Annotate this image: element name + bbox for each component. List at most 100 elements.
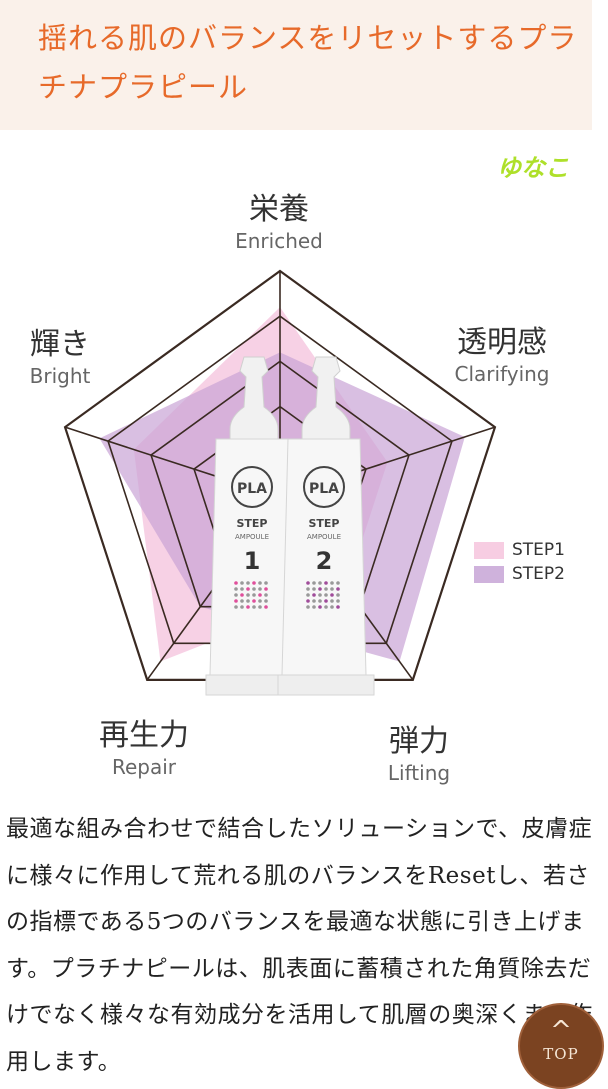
dot-pattern xyxy=(240,605,244,609)
dot-pattern xyxy=(258,599,262,603)
legend-item-step2: STEP2 xyxy=(474,562,565,586)
dot-pattern xyxy=(234,581,238,585)
dot-pattern xyxy=(306,593,310,597)
legend-swatch xyxy=(474,565,504,583)
brand-logo xyxy=(231,466,273,508)
dot-pattern xyxy=(258,593,262,597)
axis-label-en: Repair xyxy=(111,755,177,779)
legend-label: STEP2 xyxy=(512,564,565,584)
axis-label-ja: 弾力 xyxy=(389,724,449,759)
axis-label-bright: 輝き Bright xyxy=(14,327,106,389)
dot-pattern xyxy=(246,581,250,585)
dot-pattern xyxy=(234,599,238,603)
radar-chart: PLA STEP AMPOULE 1 PLA STEP AMPOULE 2 栄養 Enrich… xyxy=(0,180,608,800)
product-description: 最適な組み合わせで結合したソリューションで、皮膚症に様々に作用して荒れる肌のバラ… xyxy=(6,816,593,1075)
dot-pattern xyxy=(306,599,310,603)
dot-pattern xyxy=(252,599,256,603)
dot-pattern xyxy=(324,593,328,597)
dot-pattern xyxy=(330,587,334,591)
dot-pattern xyxy=(240,593,244,597)
ampoule-label: AMPOULE xyxy=(235,533,269,541)
axis-label-en: Lifting xyxy=(387,761,451,785)
dot-pattern xyxy=(336,599,340,603)
dot-pattern xyxy=(324,605,328,609)
brand-logo xyxy=(303,466,345,508)
tube-crimp xyxy=(277,674,375,696)
dot-pattern xyxy=(324,581,328,585)
brand-text: PLA xyxy=(237,481,267,497)
step1-tube: PLA STEP AMPOULE 1 xyxy=(205,356,303,696)
dot-pattern xyxy=(252,593,256,597)
dot-pattern xyxy=(258,605,262,609)
step-number: 2 xyxy=(316,547,333,575)
top-button-label: TOP xyxy=(543,1045,579,1063)
dot-pattern xyxy=(312,605,316,609)
dot-pattern xyxy=(318,593,322,597)
dot-pattern xyxy=(240,581,244,585)
dot-pattern xyxy=(240,587,244,591)
dot-pattern xyxy=(336,587,340,591)
dot-pattern xyxy=(264,605,268,609)
step-label: STEP xyxy=(236,517,267,530)
dot-pattern xyxy=(330,593,334,597)
dot-pattern xyxy=(252,581,256,585)
header-box: 揺れる肌のバランスをリセットするプラチナプラピール xyxy=(0,0,592,130)
dot-pattern xyxy=(258,587,262,591)
dot-pattern xyxy=(234,587,238,591)
back-to-top-button[interactable]: ^ TOP xyxy=(518,1003,604,1089)
step-number: 1 xyxy=(244,547,261,575)
dot-pattern xyxy=(318,599,322,603)
dot-pattern xyxy=(264,581,268,585)
dot-pattern xyxy=(264,587,268,591)
dot-pattern xyxy=(312,593,316,597)
author-tag: ゆなこ xyxy=(497,154,569,182)
dot-pattern xyxy=(252,605,256,609)
legend-swatch xyxy=(474,541,504,559)
axis-label-en: Enriched xyxy=(235,229,323,253)
radar-svg: PLA STEP AMPOULE 1 PLA STEP AMPOULE 2 xyxy=(63,269,497,696)
legend-label: STEP1 xyxy=(512,540,565,560)
dot-pattern xyxy=(330,605,334,609)
dot-pattern xyxy=(246,605,250,609)
dot-pattern xyxy=(240,599,244,603)
axis-label-lifting: 弾力 Lifting xyxy=(364,724,474,786)
dot-pattern xyxy=(312,587,316,591)
dot-pattern xyxy=(336,605,340,609)
dot-pattern xyxy=(234,605,238,609)
dot-pattern xyxy=(330,581,334,585)
dot-pattern xyxy=(306,587,310,591)
step2-tube: PLA STEP AMPOULE 2 xyxy=(277,356,375,696)
dot-pattern xyxy=(246,593,250,597)
axis-label-ja: 透明感 xyxy=(457,325,547,360)
dot-pattern xyxy=(246,599,250,603)
dot-pattern xyxy=(234,593,238,597)
dot-pattern xyxy=(264,599,268,603)
step-label: STEP xyxy=(308,517,339,530)
axis-label-clarifying: 透明感 Clarifying xyxy=(438,325,566,387)
dot-pattern xyxy=(318,581,322,585)
axis-label-ja: 栄養 xyxy=(249,192,309,227)
page-title: 揺れる肌のバランスをリセットするプラチナプラピール xyxy=(38,21,578,104)
dot-pattern xyxy=(246,587,250,591)
dot-pattern xyxy=(258,581,262,585)
dot-pattern xyxy=(324,587,328,591)
dot-pattern xyxy=(264,593,268,597)
brand-text: PLA xyxy=(309,481,339,497)
axis-label-en: Bright xyxy=(29,364,91,388)
dot-pattern xyxy=(252,587,256,591)
axis-label-ja: 輝き xyxy=(30,327,90,362)
ampoule-label: AMPOULE xyxy=(307,533,341,541)
dot-pattern xyxy=(318,587,322,591)
dot-pattern xyxy=(330,599,334,603)
axis-label-repair: 再生力 Repair xyxy=(84,718,204,780)
legend-item-step1: STEP1 xyxy=(474,538,565,562)
dot-pattern xyxy=(312,599,316,603)
dot-pattern xyxy=(324,599,328,603)
axis-label-enriched: 栄養 Enriched xyxy=(219,192,339,254)
dot-pattern xyxy=(306,581,310,585)
chevron-up-icon: ^ xyxy=(550,1016,572,1046)
axis-label-en: Clarifying xyxy=(454,362,550,386)
axis-label-ja: 再生力 xyxy=(99,718,189,753)
dot-pattern xyxy=(336,581,340,585)
dot-pattern xyxy=(336,593,340,597)
